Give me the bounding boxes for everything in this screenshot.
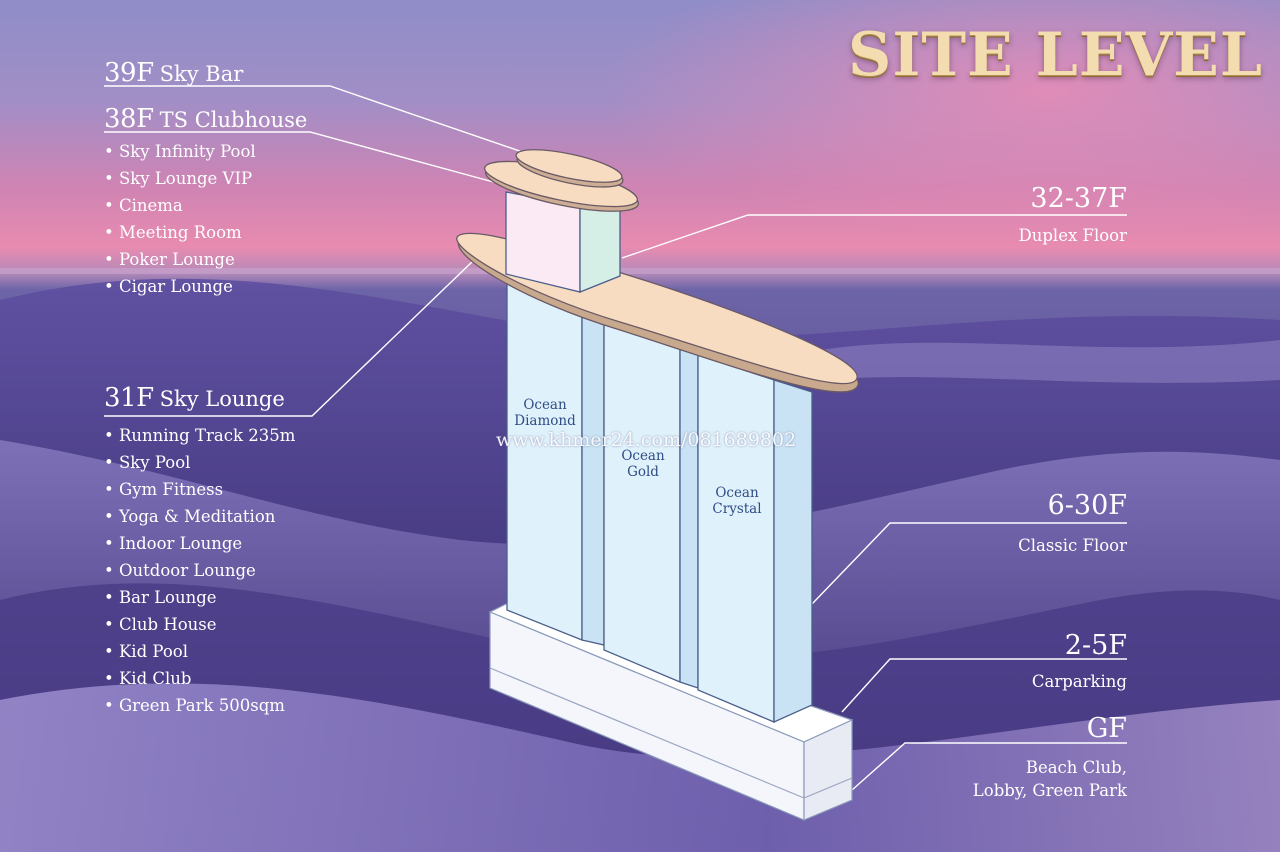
list-item: • Gym Fitness — [104, 480, 224, 499]
leader-line-carparking — [841, 658, 1127, 713]
duplex-floor-range: 32-37F — [1030, 183, 1127, 214]
list-item: • Meeting Room — [104, 223, 242, 242]
clubhouse-box — [505, 191, 621, 293]
tower-label-crystal: Ocean Crystal — [712, 485, 762, 517]
sky-lounge-floor: 31F — [104, 383, 154, 413]
tower-diamond — [506, 279, 605, 646]
sky-bar-name: Sky Bar — [159, 62, 244, 86]
clubhouse-amenities-list: • Sky Infinity Pool • Sky Lounge VIP • C… — [104, 138, 256, 300]
ground-floor-desc-line1: Beach Club, — [1025, 758, 1127, 777]
sky-bar-discs — [483, 149, 640, 212]
list-item: • Outdoor Lounge — [104, 561, 256, 580]
ground-floor-label: GF — [1086, 713, 1127, 744]
podium-side — [803, 719, 853, 821]
leader-line-sky-lounge — [104, 259, 475, 417]
list-item: • Cinema — [104, 196, 183, 215]
leader-line-sky-bar — [104, 85, 541, 159]
page-title: SITE LEVEL — [848, 20, 1264, 90]
carparking-desc: Carparking — [1031, 672, 1127, 691]
list-item: • Indoor Lounge — [104, 534, 243, 553]
leader-line-ground — [851, 742, 1127, 791]
classic-floor-range: 6-30F — [1047, 490, 1127, 521]
classic-floor-desc: Classic Floor — [1018, 536, 1127, 555]
leader-line-duplex — [621, 214, 1127, 259]
list-item: • Sky Lounge VIP — [104, 169, 253, 188]
tower-gold — [603, 317, 699, 689]
ground-floor-desc-line2: Lobby, Green Park — [972, 781, 1127, 800]
tower-crystal — [697, 354, 813, 724]
clubhouse-floor: 38F — [104, 104, 154, 134]
clubhouse-name: TS Clubhouse — [159, 108, 308, 132]
list-item: • Green Park 500sqm — [104, 696, 285, 715]
tower-label-gold: Ocean Gold — [621, 448, 665, 480]
list-item: • Kid Club — [104, 669, 192, 688]
leader-lines — [104, 85, 1127, 791]
list-item: • Bar Lounge — [104, 588, 217, 607]
sky-lounge-amenities-list: • Running Track 235m • Sky Pool • Gym Fi… — [104, 422, 295, 719]
list-item: • Sky Pool — [104, 453, 191, 472]
leader-line-clubhouse — [104, 131, 498, 184]
duplex-floor-desc: Duplex Floor — [1018, 226, 1128, 245]
list-item: • Yoga & Meditation — [104, 507, 276, 526]
watermark-text: www.khmer24.com/081689802 — [496, 429, 797, 451]
tower-label-diamond: Ocean Diamond — [514, 397, 576, 429]
list-item: • Club House — [104, 615, 217, 634]
sky-bar-floor: 39F — [104, 58, 154, 88]
list-item: • Sky Infinity Pool — [104, 142, 256, 161]
list-item: • Kid Pool — [104, 642, 188, 661]
leader-line-classic — [811, 522, 1127, 605]
list-item: • Poker Lounge — [104, 250, 235, 269]
list-item: • Cigar Lounge — [104, 277, 233, 296]
sky-lounge-name: Sky Lounge — [159, 387, 285, 411]
list-item: • Running Track 235m — [104, 426, 296, 445]
carparking-floor-range: 2-5F — [1064, 630, 1127, 661]
